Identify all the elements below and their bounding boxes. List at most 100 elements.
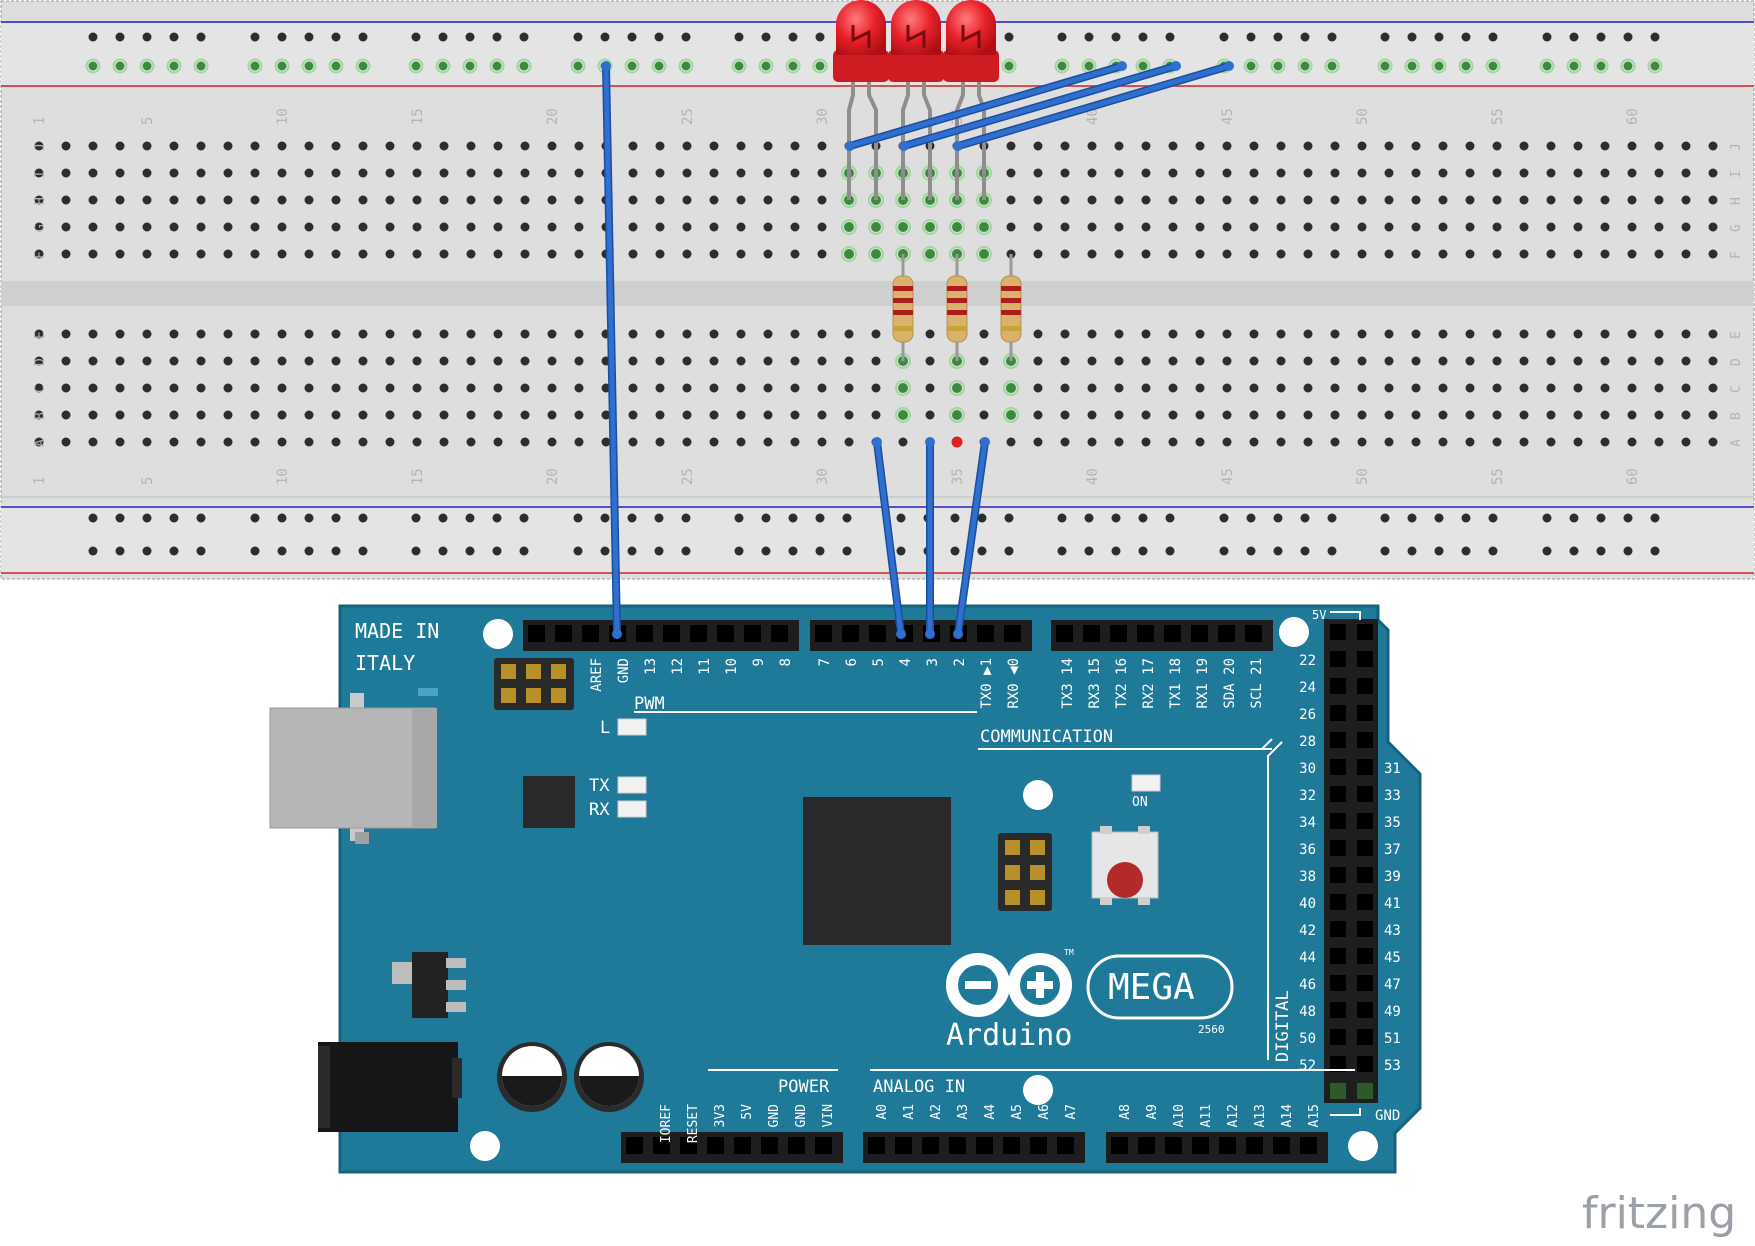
mounting-hole	[1348, 1131, 1378, 1161]
breadboard-hole	[925, 329, 935, 339]
rail-hole-highlight	[247, 58, 263, 74]
trademark: TM	[1064, 948, 1074, 957]
breadboard-hole	[628, 141, 638, 151]
breadboard-hole	[1141, 222, 1151, 232]
breadboard-hole	[817, 249, 827, 259]
breadboard-hole	[1411, 222, 1421, 232]
rail-hole	[142, 32, 152, 42]
breadboard-column-label: 25	[680, 468, 696, 485]
breadboard-hole	[223, 329, 233, 339]
breadboard-hole	[142, 356, 152, 366]
breadboard-holes	[34, 32, 1718, 556]
rail-hole	[977, 513, 987, 523]
header-pin	[1300, 1137, 1317, 1154]
breadboard-row-label: J	[1729, 143, 1744, 151]
breadboard-hole	[250, 437, 260, 447]
mounting-hole	[1279, 617, 1309, 647]
breadboard-hole	[1465, 222, 1475, 232]
breadboard-hole	[115, 141, 125, 151]
pin-label-top: 10	[724, 658, 740, 675]
breadboard-hole	[1627, 195, 1637, 205]
breadboard-hole	[1708, 383, 1718, 393]
breadboard-hole	[682, 141, 692, 151]
rail-hole	[1488, 61, 1498, 71]
breadboard-hole	[304, 249, 314, 259]
breadboard-hole	[736, 356, 746, 366]
breadboard-hole	[574, 195, 584, 205]
breadboard-hole	[61, 437, 71, 447]
rail-hole	[1407, 32, 1417, 42]
led-rx-indicator	[617, 800, 647, 818]
rail-hole	[411, 61, 421, 71]
rail-hole	[734, 546, 744, 556]
rail-hole	[1434, 32, 1444, 42]
rail-hole-highlight	[785, 58, 801, 74]
breadboard-hole	[1492, 437, 1502, 447]
breadboard-hole	[1276, 329, 1286, 339]
breadboard-hole	[1303, 329, 1313, 339]
breadboard-hole	[1573, 437, 1583, 447]
breadboard-hole	[1303, 141, 1313, 151]
breadboard-hole	[1357, 356, 1367, 366]
breadboard-hole	[790, 195, 800, 205]
breadboard-hole	[115, 195, 125, 205]
breadboard-hole	[655, 141, 665, 151]
breadboard-hole	[34, 437, 44, 447]
breadboard-hole	[1465, 356, 1475, 366]
pin-label-digital-left: 48	[1299, 1004, 1316, 1020]
header-pin	[1003, 1137, 1020, 1154]
breadboard-hole	[1465, 141, 1475, 151]
rail-hole	[654, 513, 664, 523]
header-pin	[1330, 921, 1346, 937]
led-die	[851, 25, 871, 48]
breadboard-hole	[1195, 195, 1205, 205]
breadboard-hole	[1087, 437, 1097, 447]
breadboard-hole	[1492, 168, 1502, 178]
breadboard-hole	[331, 222, 341, 232]
breadboard-column-label: 5	[140, 117, 156, 125]
pin-label-comm: SDA 20	[1222, 658, 1238, 709]
header-pin	[1218, 625, 1235, 642]
breadboard-hole	[61, 356, 71, 366]
breadboard-hole	[142, 195, 152, 205]
breadboard-hole	[844, 437, 854, 447]
rail-hole	[1380, 32, 1390, 42]
breadboard-hole	[1411, 437, 1421, 447]
breadboard-hole	[1438, 249, 1448, 259]
icsp-pin	[551, 664, 566, 679]
rail-hole	[681, 32, 691, 42]
pin-label-top: AREF	[589, 658, 605, 692]
breadboard-hole	[1519, 356, 1529, 366]
breadboard-hole	[1492, 356, 1502, 366]
rail-hole	[842, 513, 852, 523]
breadboard-row-label: B	[1729, 412, 1744, 420]
voltage-regulator	[412, 952, 448, 1018]
breadboard-hole	[466, 195, 476, 205]
rail-hole	[1300, 513, 1310, 523]
breadboard-hole	[277, 195, 287, 205]
breadboard-hole	[574, 410, 584, 420]
breadboard-hole	[1357, 383, 1367, 393]
breadboard-hole	[763, 249, 773, 259]
wire-end	[925, 437, 935, 447]
rail-hole	[1246, 546, 1256, 556]
breadboard-hole-highlight	[895, 407, 911, 423]
breadboard-hole	[1195, 437, 1205, 447]
header-pin	[582, 625, 599, 642]
pin-label-digital-left: 40	[1299, 896, 1316, 912]
mounting-hole	[1023, 780, 1053, 810]
rail-hole	[250, 546, 260, 556]
breadboard-hole	[385, 437, 395, 447]
breadboard-hole	[439, 249, 449, 259]
usb-port	[269, 707, 436, 829]
jumper-wire-core	[955, 63, 1232, 149]
rail-hole	[1650, 32, 1660, 42]
breadboard-hole	[358, 410, 368, 420]
reset-button-cap[interactable]	[1107, 862, 1143, 898]
pin-label-analog: A0	[875, 1104, 890, 1120]
pin-label-digital-left: 44	[1299, 950, 1316, 966]
breadboard-hole	[304, 329, 314, 339]
pin-label-top: 5	[871, 658, 887, 666]
pin-label-analog: A4	[983, 1104, 998, 1120]
breadboard-hole	[1060, 249, 1070, 259]
